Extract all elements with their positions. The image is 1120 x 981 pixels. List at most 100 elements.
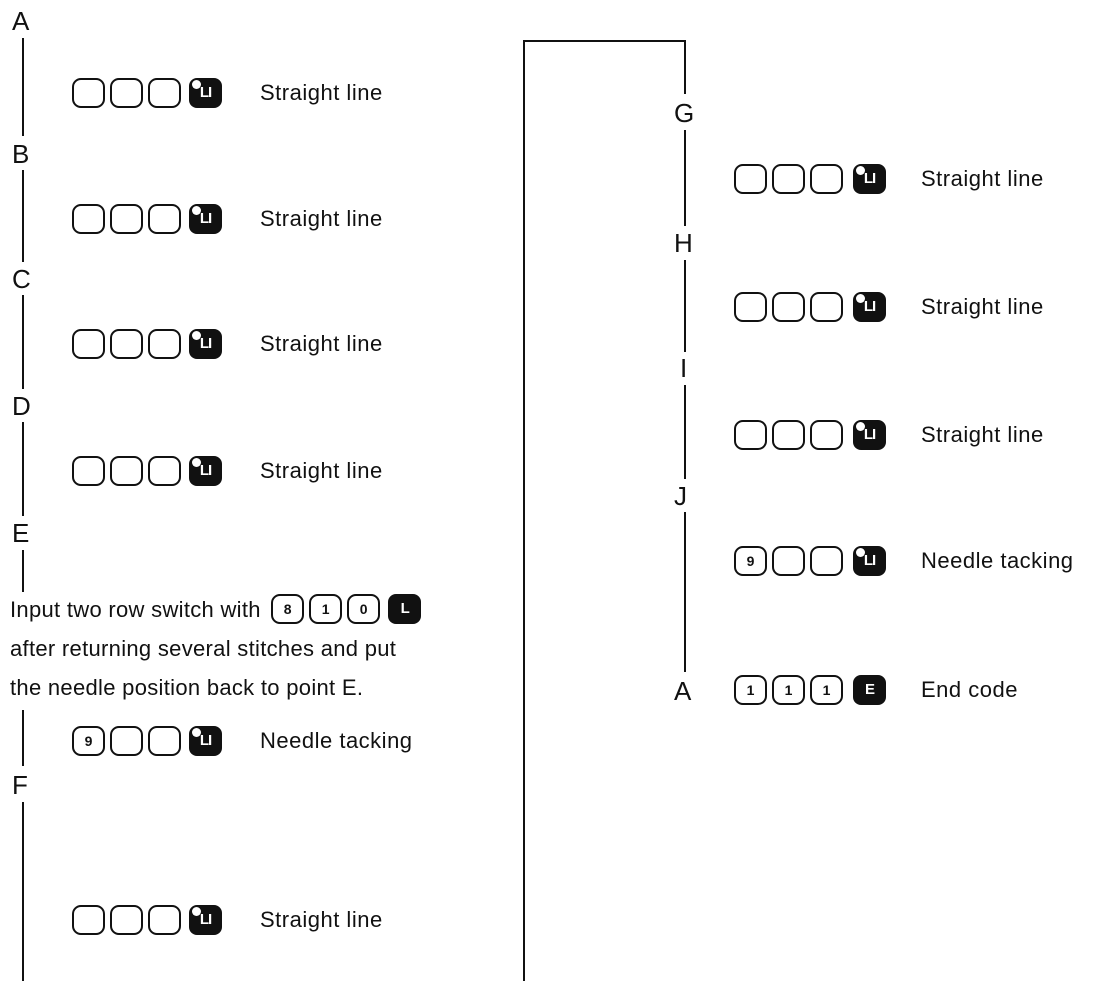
- instruction-line-1: Input two row switch with 8 1 0 L: [10, 590, 436, 630]
- key-sequence-d-e: LI: [72, 456, 232, 488]
- step-label-j-a: Needle tacking: [921, 548, 1074, 573]
- path-segment-d-e: [22, 422, 24, 516]
- number-key-icon: 9: [734, 546, 767, 576]
- step-label-g-h: Straight line: [921, 166, 1044, 191]
- function-key-li-icon: LI: [189, 78, 222, 108]
- number-key-icon: [772, 546, 805, 576]
- point-label-a-end: A: [674, 676, 692, 706]
- number-key-icon: [110, 204, 143, 234]
- path-connector-top: [523, 40, 686, 42]
- path-segment-instruction-f-upper: [22, 710, 24, 766]
- path-segment-g-h: [684, 130, 686, 226]
- point-label-f: F: [12, 770, 28, 800]
- step-label-c-d: Straight line: [260, 331, 383, 356]
- number-key-icon: 1: [734, 675, 767, 705]
- point-label-g: G: [674, 98, 695, 128]
- number-key-icon: 9: [72, 726, 105, 756]
- number-key-icon: [734, 420, 767, 450]
- number-key-icon: 1: [309, 594, 343, 625]
- step-label-f-g: Straight line: [260, 907, 383, 932]
- number-key-icon: [72, 204, 105, 234]
- step-label-a-b: Straight line: [260, 80, 383, 105]
- path-connector-vertical: [523, 40, 525, 981]
- step-label-end-code: End code: [921, 677, 1018, 702]
- point-label-b: B: [12, 139, 30, 169]
- number-key-icon: 0: [347, 594, 381, 625]
- number-key-icon: [72, 329, 105, 359]
- function-key-li-icon: LI: [189, 456, 222, 486]
- instruction-line-2: after returning several stitches and put: [10, 636, 397, 661]
- number-key-icon: [72, 905, 105, 935]
- instruction-line-1-text: Input two row switch with: [10, 597, 261, 622]
- key-sequence-a-b: LI: [72, 78, 232, 110]
- function-key-li-icon: LI: [853, 164, 886, 194]
- number-key-icon: [734, 292, 767, 322]
- number-key-icon: [110, 78, 143, 108]
- key-sequence-g-h: LI: [734, 164, 894, 196]
- number-key-icon: [772, 164, 805, 194]
- number-key-icon: [110, 456, 143, 486]
- number-key-icon: [772, 292, 805, 322]
- path-segment-f-down: [22, 802, 24, 981]
- number-key-icon: [734, 164, 767, 194]
- function-key-e-icon: E: [853, 675, 886, 705]
- key-sequence-end-code: 1 1 1 E: [734, 675, 894, 707]
- path-segment-c-d: [22, 295, 24, 389]
- number-key-icon: [72, 78, 105, 108]
- function-key-li-icon: LI: [189, 726, 222, 756]
- path-segment-h-i: [684, 260, 686, 352]
- instruction-line-3: the needle position back to point E.: [10, 675, 364, 700]
- function-key-li-icon: LI: [189, 204, 222, 234]
- function-key-li-icon: LI: [189, 905, 222, 935]
- number-key-icon: [110, 329, 143, 359]
- number-key-icon: [72, 456, 105, 486]
- step-label-h-i: Straight line: [921, 294, 1044, 319]
- point-label-j: J: [674, 481, 687, 511]
- number-key-icon: [148, 726, 181, 756]
- number-key-icon: [148, 204, 181, 234]
- key-sequence-j-a: 9 LI: [734, 546, 894, 578]
- number-key-icon: [110, 905, 143, 935]
- path-segment-i-j: [684, 385, 686, 479]
- path-segment-j-a: [684, 512, 686, 672]
- step-label-e-f: Needle tacking: [260, 728, 413, 753]
- number-key-icon: 8: [271, 594, 305, 625]
- number-key-icon: [148, 905, 181, 935]
- key-sequence-i-j: LI: [734, 420, 894, 452]
- number-key-icon: 1: [772, 675, 805, 705]
- number-key-icon: [810, 292, 843, 322]
- key-sequence-e-f: 9 LI: [72, 726, 232, 758]
- step-label-b-c: Straight line: [260, 206, 383, 231]
- number-key-icon: [148, 456, 181, 486]
- key-sequence-h-i: LI: [734, 292, 894, 324]
- number-key-icon: [810, 164, 843, 194]
- number-key-icon: [148, 329, 181, 359]
- function-key-li-icon: LI: [853, 546, 886, 576]
- step-label-d-e: Straight line: [260, 458, 383, 483]
- point-label-e: E: [12, 518, 30, 548]
- point-label-h: H: [674, 228, 693, 258]
- path-segment-e-instruction: [22, 550, 24, 592]
- number-key-icon: [810, 546, 843, 576]
- point-label-i: I: [680, 353, 688, 383]
- key-sequence-f-g: LI: [72, 905, 232, 937]
- key-sequence-c-d: LI: [72, 329, 232, 361]
- step-label-i-j: Straight line: [921, 422, 1044, 447]
- key-sequence-b-c: LI: [72, 204, 232, 236]
- number-key-icon: [772, 420, 805, 450]
- number-key-icon: [148, 78, 181, 108]
- function-key-l-icon: L: [388, 594, 422, 625]
- point-label-d: D: [12, 391, 31, 421]
- path-segment-a-b: [22, 38, 24, 136]
- number-key-icon: 1: [810, 675, 843, 705]
- point-label-a: A: [12, 6, 30, 36]
- path-connector-to-g: [684, 40, 686, 94]
- number-key-icon: [810, 420, 843, 450]
- function-key-li-icon: LI: [189, 329, 222, 359]
- point-label-c: C: [12, 264, 31, 294]
- number-key-icon: [110, 726, 143, 756]
- function-key-li-icon: LI: [853, 420, 886, 450]
- two-row-switch-key-sequence: 8 1 0 L: [271, 594, 436, 625]
- function-key-li-icon: LI: [853, 292, 886, 322]
